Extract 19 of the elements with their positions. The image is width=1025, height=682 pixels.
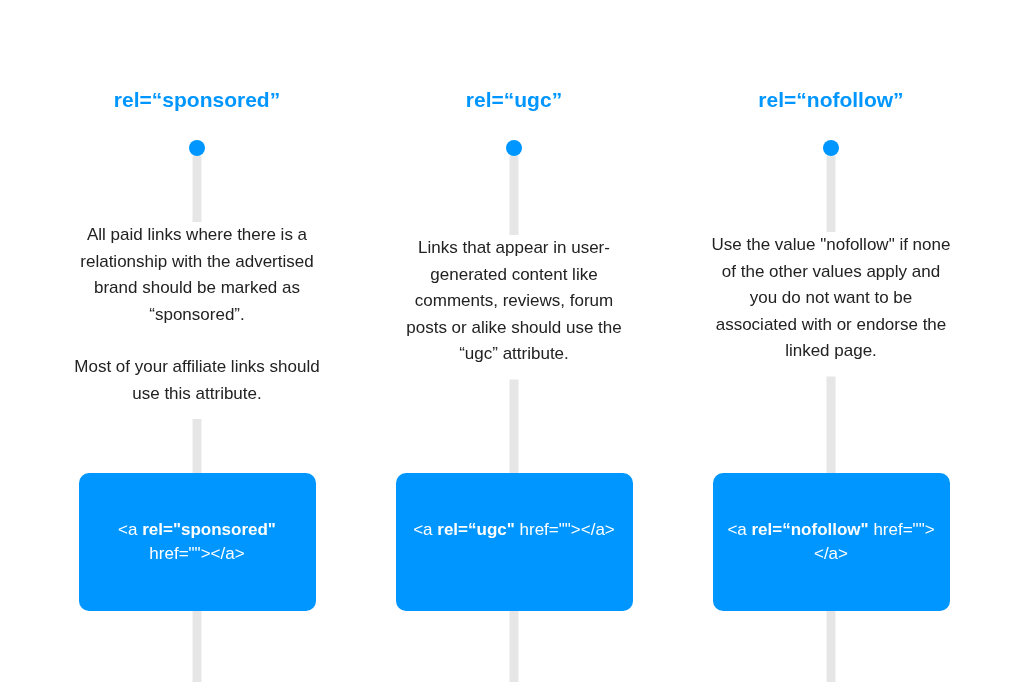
heading: rel=“sponsored”	[112, 88, 282, 112]
timeline-line	[509, 379, 519, 473]
timeline-line	[826, 376, 836, 473]
timeline-line	[192, 419, 202, 473]
timeline-line	[826, 156, 836, 232]
heading: rel=“nofollow”	[757, 88, 905, 112]
description-text: Use the value "nofollow" if none of the other values apply and you do not want to be associated with or endorse the linked page.	[711, 234, 951, 362]
timeline-line	[192, 611, 202, 682]
code-snippet-box: <a rel="sponsored" href=""></a>	[78, 473, 316, 611]
description-text: Links that appear in user-generated content like comments, reviews, forum posts or alike should use the “ugc” attribute.	[405, 237, 623, 365]
timeline-line	[192, 156, 202, 222]
code-snippet-box: <a rel=“ugc" href=""></a>	[395, 473, 633, 611]
timeline-line	[509, 611, 519, 682]
description-text: Most of your affiliate links should use this attribute.	[73, 356, 321, 405]
code-snippet-box: <a rel=“nofollow" href=""></a>	[712, 473, 950, 611]
description-text: All paid links where there is a relationship with the advertised brand should be marked as “sponsored”.	[79, 224, 315, 326]
heading: rel=“ugc”	[464, 88, 564, 112]
timeline-line	[826, 611, 836, 682]
timeline-line	[509, 156, 519, 235]
